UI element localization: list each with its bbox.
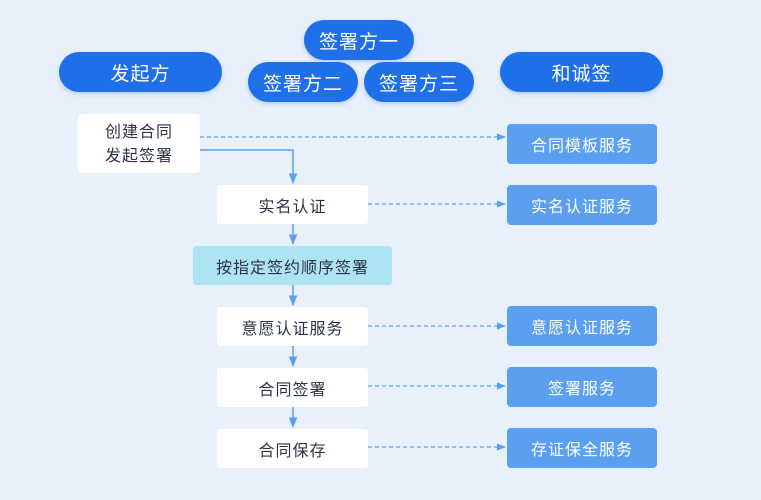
arrow-create-to-realname bbox=[200, 149, 298, 185]
step-contract-sign: 合同签署 bbox=[217, 368, 368, 407]
step-sign-order: 按指定签约顺序签署 bbox=[193, 246, 392, 285]
party-signer-2: 签署方二 bbox=[248, 62, 358, 102]
step-contract-save: 合同保存 bbox=[217, 429, 368, 468]
step-create-line2: 发起签署 bbox=[104, 145, 173, 165]
party-initiator: 发起方 bbox=[59, 52, 222, 92]
party-signer-3: 签署方三 bbox=[364, 62, 474, 102]
step-create-line1: 创建合同 bbox=[104, 121, 173, 141]
step-realname: 实名认证 bbox=[217, 185, 368, 224]
service-intent: 意愿认证服务 bbox=[507, 306, 657, 346]
service-sign: 签署服务 bbox=[507, 367, 657, 407]
service-storage: 存证保全服务 bbox=[507, 428, 657, 468]
step-intent-auth: 意愿认证服务 bbox=[217, 307, 368, 346]
party-platform: 和诚签 bbox=[500, 52, 663, 92]
step-create-contract: 创建合同 发起签署 bbox=[78, 114, 200, 173]
service-realname: 实名认证服务 bbox=[507, 185, 657, 225]
party-signer-1: 签署方一 bbox=[304, 20, 414, 60]
service-template: 合同模板服务 bbox=[507, 124, 657, 164]
